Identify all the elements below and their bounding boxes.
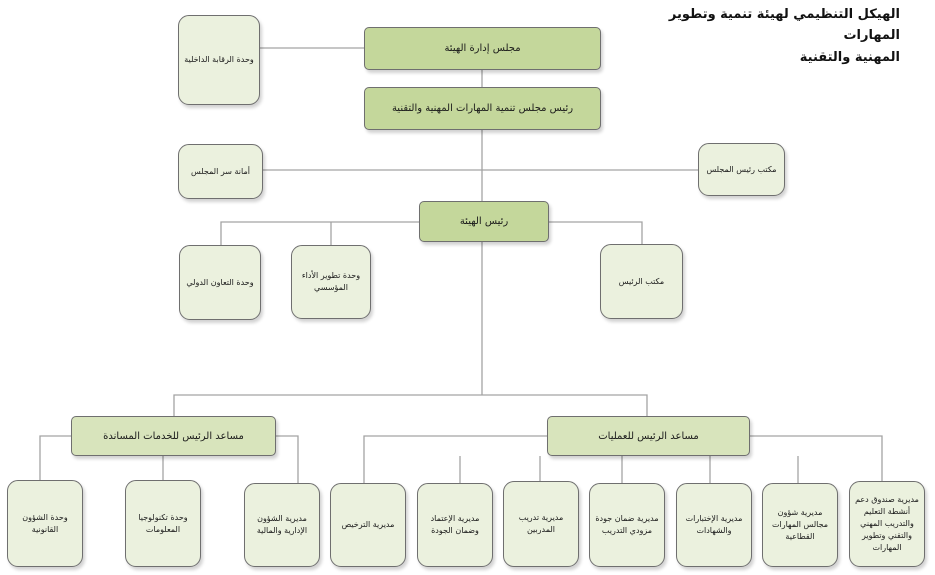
node-exams-certificates: مديرية الإختبارات والشهادات [676,483,752,567]
node-internal-audit: وحدة الرقابة الداخلية [178,15,260,105]
node-legal-affairs: وحدة الشؤون القانونية [7,480,83,567]
node-licensing: مديرية الترخيص [330,483,406,567]
node-accreditation-quality: مديرية الإعتماد وضمان الجودة [417,483,493,567]
node-support-assistant: مساعد الرئيس للخدمات المساندة [71,416,276,456]
node-chair-office: مكتب رئيس المجلس [698,143,785,196]
node-providers-quality: مديرية ضمان جودة مزودي التدريب [589,483,665,567]
node-information-technology: وحدة تكنولوجيا المعلومات [125,480,201,567]
chart-title-line-2: المهنية والتقنية [799,49,900,65]
node-admin-finance: مديرية الشؤون الإدارية والمالية [244,483,320,567]
node-intl-cooperation: وحدة التعاون الدولي [179,245,261,320]
node-support-fund: مديرية صندوق دعم أنشطة التعليم والتدريب … [849,481,925,567]
chart-title-line-1: الهيكل التنظيمي لهيئة تنمية وتطوير المها… [668,7,900,44]
node-trainers-training: مديرية تدريب المدربين [503,481,579,567]
node-president-office: مكتب الرئيس [600,244,683,319]
node-institutional-performance: وحدة تطوير الأداء المؤسسي [291,245,371,319]
node-operations-assistant: مساعد الرئيس للعمليات [547,416,750,456]
node-board-chair: رئيس مجلس تنمية المهارات المهنية والتقني… [364,87,601,130]
node-secretariat: أمانة سر المجلس [178,144,263,199]
chart-title: الهيكل التنظيمي لهيئة تنمية وتطوير المها… [640,4,900,68]
node-president: رئيس الهيئة [419,201,549,242]
node-sector-councils: مديرية شؤون مجالس المهارات القطاعية [762,483,838,567]
node-board: مجلس إدارة الهيئة [364,27,601,70]
